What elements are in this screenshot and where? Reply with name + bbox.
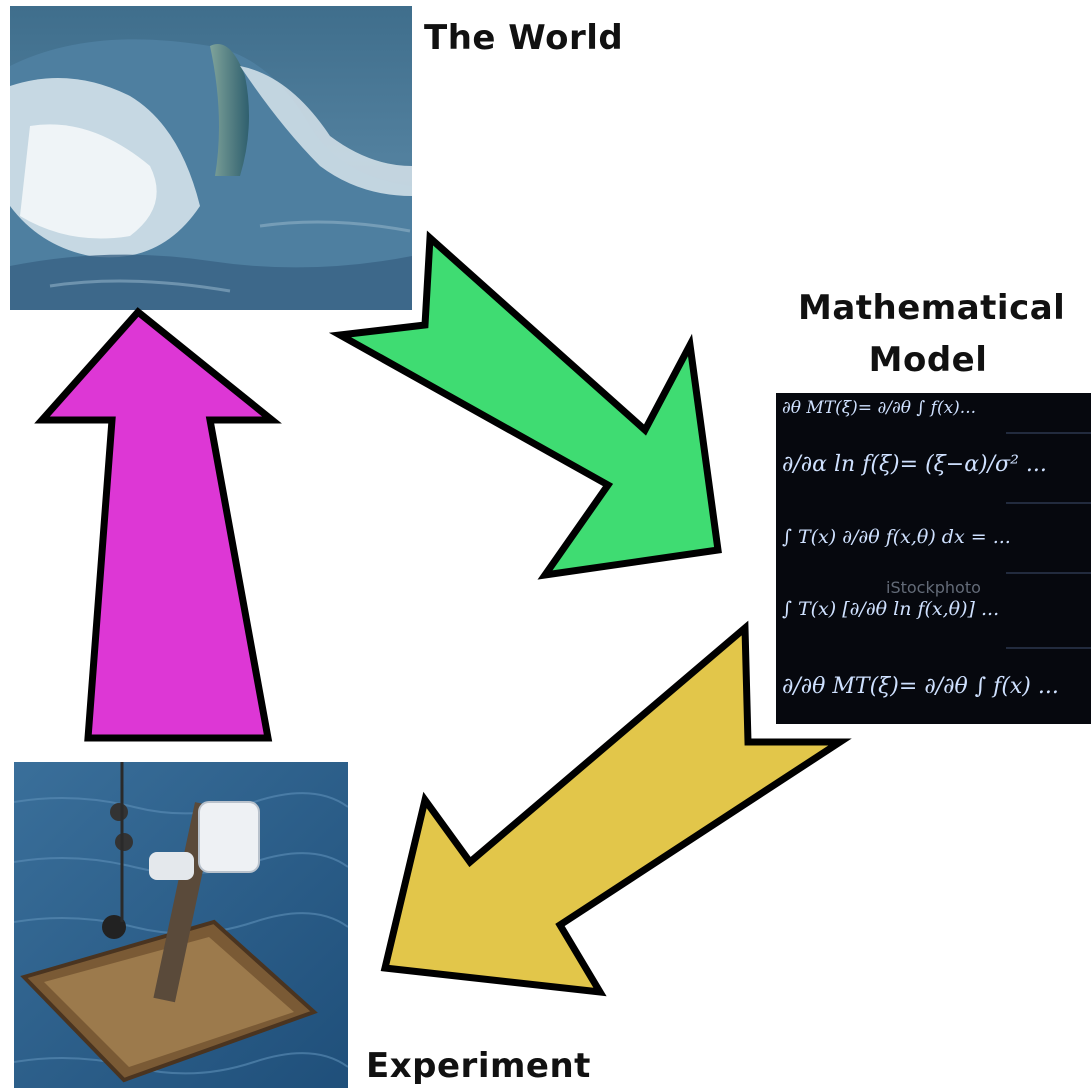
label-the-world: The World: [424, 18, 624, 58]
svg-text:∂θ MT(ξ)= ∂/∂θ ∫ f(x)...: ∂θ MT(ξ)= ∂/∂θ ∫ f(x)...: [782, 398, 976, 418]
svg-text:∫ T(x) ∂/∂θ f(x,θ) dx = ...: ∫ T(x) ∂/∂θ f(x,θ) dx = ...: [782, 526, 1011, 548]
world-wave-photo: [10, 6, 412, 310]
watermark-text: iStockphoto: [886, 578, 981, 597]
svg-text:∫ T(x) [∂/∂θ ln f(x,θ)] ...: ∫ T(x) [∂/∂θ ln f(x,θ)] ...: [782, 598, 999, 620]
svg-text:∂/∂θ MT(ξ)= ∂/∂θ ∫ f(x) ...: ∂/∂θ MT(ξ)= ∂/∂θ ∫ f(x) ...: [782, 674, 1059, 699]
label-experiment: Experiment: [366, 1046, 591, 1086]
label-mathematical-line1: Mathematical: [798, 288, 1066, 328]
experiment-raft-photo: [14, 762, 348, 1088]
equations-chalkboard-photo: ∂θ MT(ξ)= ∂/∂θ ∫ f(x)... ∂/∂α ln f(ξ)= (…: [776, 393, 1091, 724]
arrow-experiment-to-world: [34, 307, 282, 742]
svg-text:∂/∂α ln f(ξ)= (ξ−α)/σ² ...: ∂/∂α ln f(ξ)= (ξ−α)/σ² ...: [782, 452, 1047, 477]
arrow-world-to-model: [328, 230, 722, 580]
label-mathematical-line2: Model: [868, 340, 988, 380]
arrow-model-to-experiment: [380, 620, 852, 997]
label-mathematical-model: Mathematical Model: [798, 282, 1066, 386]
